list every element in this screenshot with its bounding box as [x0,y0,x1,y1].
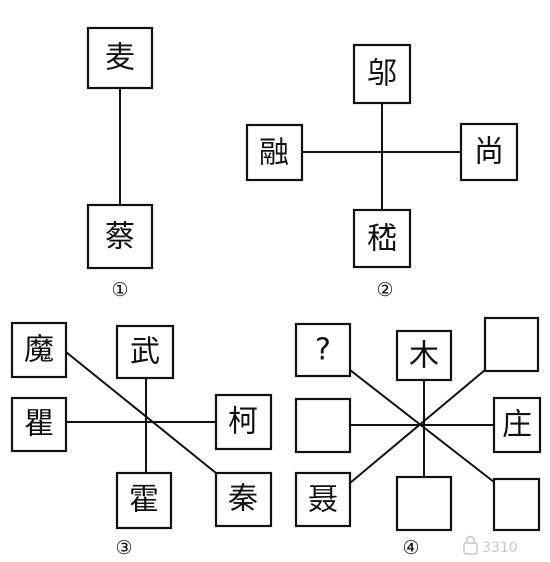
box-glyph: ? [315,333,331,368]
diagram-4: ? 木 庄 聂 ④ [294,316,542,559]
box-glyph: 蔡 [105,220,135,255]
diagram-2-box-bottom: 嵇 [352,208,412,269]
box-glyph: 武 [130,335,160,370]
diagram-3: 魔 武 瞿 柯 霍 秦 ③ [10,321,273,559]
diagram-3-box-bottom: 霍 [115,471,173,530]
watermark: 3310 [463,535,518,556]
diagram-2-box-left: 融 [245,123,304,182]
box-glyph: 庄 [502,408,532,443]
box-glyph: 柯 [228,405,258,440]
diagram-4-box-left [294,397,352,454]
diagram-4-box-top-left: ? [294,322,352,378]
diagram-1-label: ① [111,279,128,301]
connector-line [65,351,217,474]
box-glyph: 融 [259,136,289,171]
box-glyph: 木 [409,339,439,374]
diagram-3-label: ③ [115,537,132,559]
diagram-3-box-bottom-right: 秦 [214,471,273,528]
box-glyph: 魔 [24,333,54,368]
box-glyph: 尚 [474,135,504,170]
diagram-2-box-right: 尚 [459,122,519,182]
box-glyph: 聂 [308,483,338,518]
lock-icon [463,535,478,555]
watermark-text: 3310 [482,540,518,556]
diagram-4-box-top-right [483,316,540,373]
box-glyph: 嵇 [367,222,397,257]
box-glyph: 秦 [228,482,258,517]
diagram-3-box-top-left: 魔 [10,321,68,379]
box-glyph: 麦 [105,41,135,76]
diagram-4-box-bottom-right [492,477,541,532]
diagram-4-box-bottom-left: 聂 [294,471,352,528]
diagram-3-box-right: 柯 [214,393,273,451]
diagram-1-box-bottom: 蔡 [86,203,154,270]
diagram-4-box-bottom [395,475,453,532]
diagram-4-box-right: 庄 [492,396,542,454]
diagram-3-box-left: 瞿 [10,396,68,453]
diagram-2-box-top: 邬 [352,43,412,105]
diagram-1: 麦 蔡 ① [86,26,154,301]
box-glyph: 邬 [367,57,397,92]
connector-line [349,369,486,484]
box-glyph: 霍 [129,483,159,518]
diagram-4-label: ④ [402,537,419,559]
diagram-4-box-top: 木 [395,329,453,382]
diagram-3-box-top: 武 [115,324,175,380]
diagram-2: 邬 融 尚 嵇 ② [245,43,519,301]
diagram-2-label: ② [376,279,393,301]
diagram-1-box-top: 麦 [86,26,154,90]
box-glyph: 瞿 [24,407,54,442]
